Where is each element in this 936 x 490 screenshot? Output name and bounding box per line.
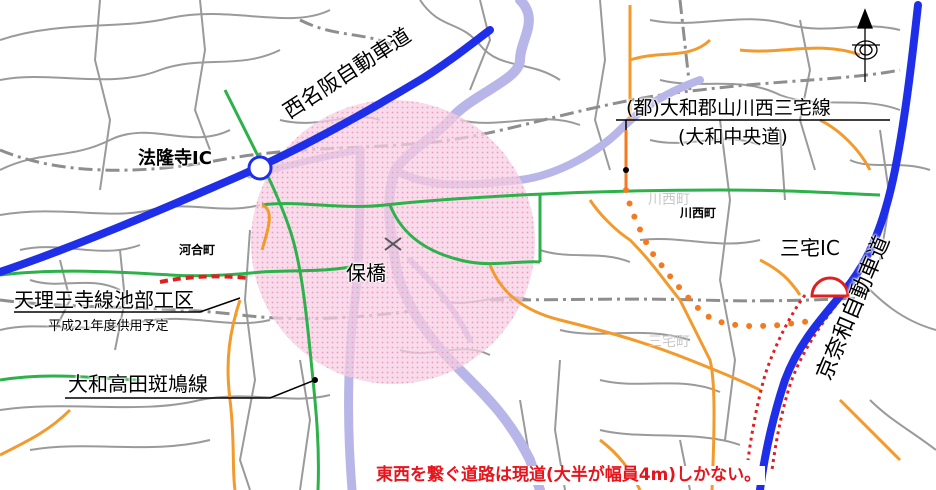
interchange-half-icon: [810, 276, 850, 298]
kawai-town-label: 河合町: [179, 243, 216, 257]
miyake-ic-label: 三宅IC: [780, 236, 840, 260]
interchange-circle-icon: [247, 155, 273, 181]
keinawa-planned-outline: [746, 294, 842, 471]
tenri-oji-sub-label: 平成21年度供用予定: [48, 319, 169, 334]
prefectural-roads: [0, 5, 902, 490]
route-yamato-label-line2: (大和中央道): [678, 126, 788, 148]
tenri-oji-planned-section: [159, 274, 249, 284]
route-yamato-label-line1: (都)大和郡山川西三宅線: [626, 97, 831, 119]
hokkyo-bridge-marker: [384, 237, 402, 251]
north-arrow-icon: [852, 8, 880, 82]
takada-ikaruga-label: 大和高田斑鳩線: [68, 372, 208, 396]
kawanishi-town-label: 川西町: [680, 206, 717, 220]
hokkyo-label: 保橋: [346, 261, 386, 285]
leader-lines: [14, 119, 890, 399]
horyuji-ic-label: 法隆寺IC: [138, 148, 212, 169]
caption: 東西を繋ぐ道路は現道(大半が幅員4m)しかない。: [372, 466, 766, 485]
national-roads: [0, 89, 881, 490]
kawanishi-faint-label: 川西町: [648, 192, 690, 208]
miyake-town-faint-label: 三宅町: [648, 334, 690, 350]
planned-route-yamato-chuo: [623, 130, 818, 330]
tenri-oji-label: 天理王寺線池部工区: [14, 288, 194, 312]
